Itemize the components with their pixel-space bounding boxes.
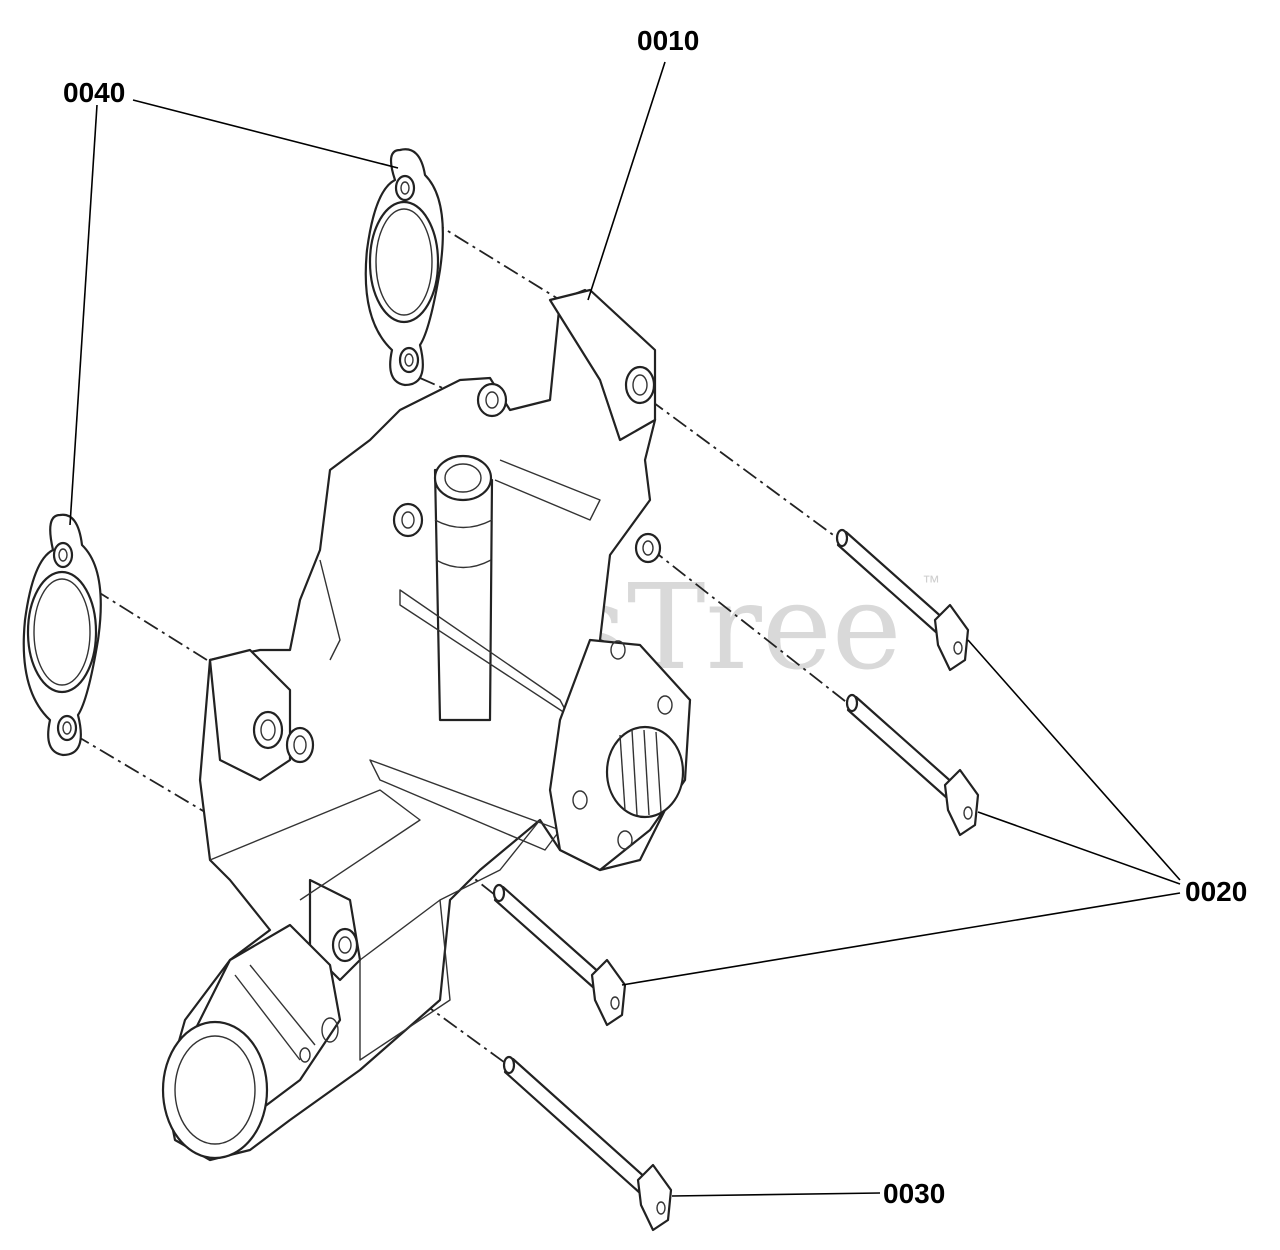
bolt-long [502, 1055, 673, 1232]
callout-0020: 0020 [1185, 876, 1247, 907]
leader-lines [69, 61, 1181, 1197]
pump-manifold-housing [161, 288, 692, 1162]
callout-0030: 0030 [883, 1178, 945, 1209]
callout-labels: 0010 0040 0020 0030 [63, 25, 1247, 1209]
gasket-lower [22, 513, 102, 757]
bolt-3 [492, 883, 627, 1027]
bolt-2 [845, 693, 980, 837]
watermark-trademark: ™ [922, 572, 940, 592]
callout-0040: 0040 [63, 77, 125, 108]
callout-0010: 0010 [637, 25, 699, 56]
gasket-upper [364, 148, 444, 387]
bolt-1 [835, 528, 970, 672]
